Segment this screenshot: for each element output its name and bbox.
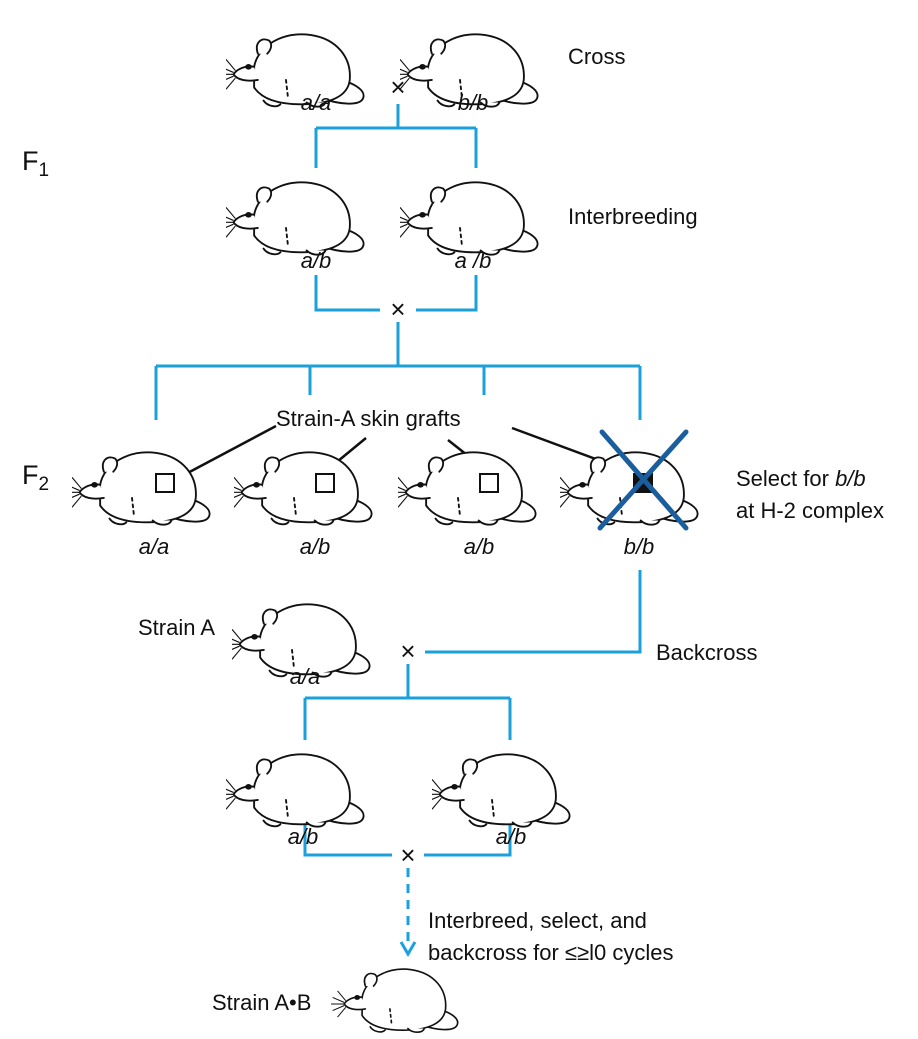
interbreed-label-1: Interbreed, select, and xyxy=(428,908,647,933)
backcross-label: Backcross xyxy=(656,640,758,665)
connector-cycles-arrowhead xyxy=(399,941,417,957)
connector-f2-branches xyxy=(154,364,642,420)
graft-line-1 xyxy=(181,424,277,478)
connector-backcross-down xyxy=(303,664,512,740)
rejection-x-icon xyxy=(597,429,689,531)
generation-f2-label: F2 xyxy=(22,460,50,496)
select-label: Select for b/b xyxy=(736,466,866,491)
graft-pointer-lines xyxy=(181,424,637,478)
cross-symbol: × xyxy=(400,636,416,666)
cross-symbol: × xyxy=(390,294,406,324)
skin-graft-square-icon xyxy=(479,473,499,493)
genotype-parent-left: a/a xyxy=(300,90,332,115)
genotype-back-left: a/b xyxy=(287,824,319,849)
connector-lines xyxy=(154,104,642,957)
skin-graft-square-icon xyxy=(315,473,335,493)
genotype-parent-right: b/b xyxy=(457,90,489,115)
genotype-f2-3: a/b xyxy=(463,534,495,559)
connector-backcross-progeny xyxy=(303,820,512,857)
genotype-back-right: a/b xyxy=(495,824,527,849)
strain-ab-label: Strain A•B xyxy=(212,990,312,1015)
genotype-f1-left: a/b xyxy=(300,248,332,273)
genotype-f1-right: a /b xyxy=(454,248,492,273)
connector-parents xyxy=(314,104,478,168)
mouse-icon xyxy=(432,753,571,828)
skin-grafts-label: Strain-A skin grafts xyxy=(276,406,461,431)
cross-symbol: × xyxy=(400,840,416,870)
cross-symbol: × xyxy=(390,72,406,102)
select-label-2: at H-2 complex xyxy=(736,498,884,523)
cross-label: Cross xyxy=(568,44,626,69)
genotype-f2-1: a/a xyxy=(138,534,170,559)
strain-a-label: Strain A xyxy=(138,615,216,640)
genotype-f2-4: b/b xyxy=(623,534,655,559)
interbreeding-label: Interbreeding xyxy=(568,204,698,229)
mouse-icon xyxy=(72,451,211,526)
mouse-icon xyxy=(234,451,373,526)
skin-graft-square-icon xyxy=(155,473,175,493)
connector-backcross xyxy=(425,570,642,654)
generation-f1-label: F1 xyxy=(22,146,50,182)
mouse-icon xyxy=(398,451,537,526)
genotype-strain-a: a/a xyxy=(289,664,321,689)
interbreed-label-2: backcross for ≤≥l0 cycles xyxy=(428,940,674,965)
mouse-icon xyxy=(226,753,365,828)
mouse-icon xyxy=(400,181,539,256)
genotype-f2-2: a/b xyxy=(299,534,331,559)
mouse-icon xyxy=(226,181,365,256)
connector-f1 xyxy=(314,275,478,366)
mouse-icon xyxy=(330,968,459,1034)
